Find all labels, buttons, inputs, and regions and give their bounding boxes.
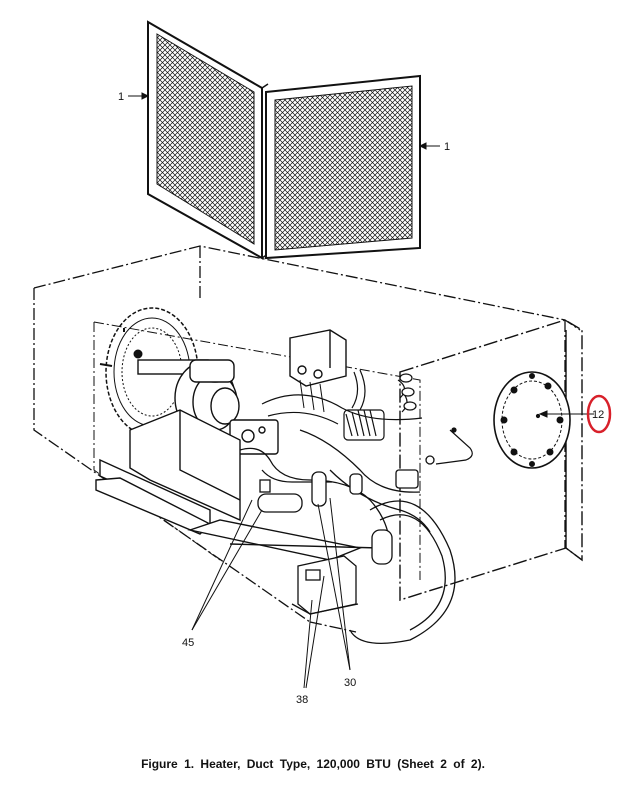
combustion-chamber: [349, 500, 456, 644]
heater-housing: [33, 245, 581, 633]
fuel-system: [239, 429, 435, 565]
filter-right: [265, 74, 421, 260]
housing-inner-frame: [93, 321, 421, 580]
callout-38: 38: [296, 694, 308, 706]
ignition-assembly: [261, 369, 473, 465]
control-box: [289, 329, 347, 413]
highlight-circle: [586, 394, 612, 434]
access-panel: [493, 371, 571, 469]
callout-12: 12: [592, 409, 604, 421]
burner-base: [95, 409, 381, 561]
figure-caption: Figure 1. Heater, Duct Type, 120,000 BTU…: [141, 757, 485, 771]
callout-30: 30: [344, 677, 356, 689]
filter-left: [147, 20, 269, 260]
callout-1-left: 1: [118, 91, 124, 103]
callout-1-right: 1: [444, 141, 450, 153]
callout-45: 45: [182, 637, 194, 649]
pump-bracket: [291, 555, 359, 615]
leader-lines: [128, 92, 594, 689]
